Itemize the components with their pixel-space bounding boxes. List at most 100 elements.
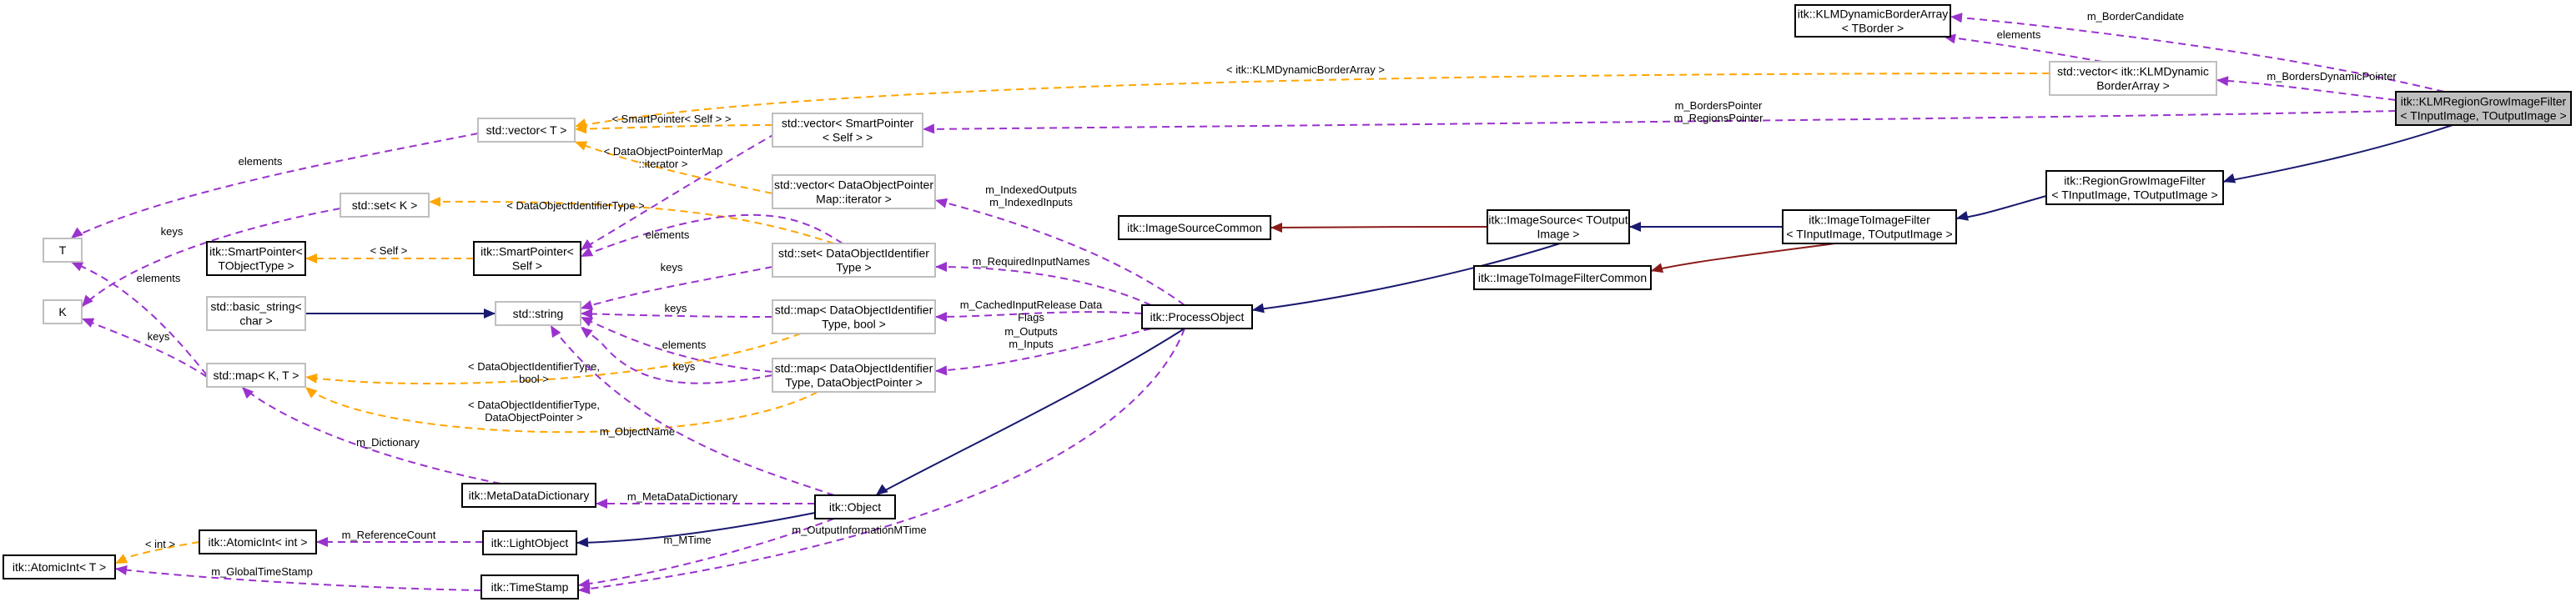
edge-label: < int > xyxy=(145,538,175,550)
node-map-dataobjectpointer[interactable]: std::map< DataObjectIdentifierType, Data… xyxy=(772,358,936,393)
edge-line xyxy=(580,316,773,373)
node-map-k-t[interactable]: std::map< K, T > xyxy=(206,363,306,388)
edge-line xyxy=(580,326,773,384)
node-image-source-common[interactable]: itk::ImageSourceCommon xyxy=(1118,215,1271,240)
node-smartpointer-tobjecttype[interactable]: itk::SmartPointer<TObjectType > xyxy=(206,241,306,276)
node-box xyxy=(206,296,306,331)
node-box xyxy=(2049,61,2217,96)
edge-label: keys xyxy=(665,302,687,314)
node-label: std::basic_string< xyxy=(210,300,301,314)
arrowhead xyxy=(581,238,593,250)
node-klm-border-array[interactable]: itk::KLMDynamicBorderArray< TBorder > xyxy=(1794,4,1951,38)
node-region-grow-filter[interactable]: itk::RegionGrowImageFilter< TInputImage,… xyxy=(2045,170,2224,205)
node-box xyxy=(772,358,936,393)
edge-dictionary: m_Dictionary xyxy=(241,386,501,484)
edge-line xyxy=(304,333,802,385)
edge-relation-34 xyxy=(1270,223,1488,233)
edge-elements-map-dop: elements xyxy=(580,316,773,373)
arrowhead xyxy=(935,262,947,272)
node-klm-region-filter[interactable]: itk::KLMRegionGrowImageFilter< TInputIma… xyxy=(2395,91,2572,126)
arrowhead xyxy=(551,325,561,339)
node-vector-smartpointer[interactable]: std::vector< SmartPointer< Self > > xyxy=(772,113,923,148)
node-label: itk::ImageSourceCommon xyxy=(1127,221,1262,234)
edges-layer: m_BorderCandidateelementsm_BordersDynami… xyxy=(70,10,2453,594)
edge-label: ::iterator > xyxy=(639,158,688,170)
node-label: Map::iterator > xyxy=(816,193,892,206)
edge-line xyxy=(576,512,816,544)
node-box xyxy=(772,299,936,334)
node-std-string[interactable]: std::string xyxy=(495,301,581,326)
edge-line xyxy=(934,266,1152,306)
node-label: T xyxy=(59,243,67,257)
arrowhead xyxy=(935,365,948,376)
node-itk-object[interactable]: itk::Object xyxy=(814,494,896,519)
node-label: < TInputImage, TOutputImage > xyxy=(1786,228,1952,241)
arrowhead xyxy=(1956,211,1969,221)
node-t[interactable]: T xyxy=(43,238,83,263)
node-label: < TInputImage, TOutputImage > xyxy=(2051,188,2217,202)
edge-line xyxy=(934,328,1152,372)
node-label: itk::KLMRegionGrowImageFilter xyxy=(2401,95,2567,108)
node-atomicint-t[interactable]: itk::AtomicInt< T > xyxy=(3,554,116,579)
node-label: std::set< DataObjectIdentifier xyxy=(778,247,929,260)
node-vector-klm[interactable]: std::vector< itk::KLMDynamicBorderArray … xyxy=(2049,61,2217,96)
node-box xyxy=(814,494,896,519)
node-timestamp[interactable]: itk::TimeStamp xyxy=(480,574,579,599)
arrowhead xyxy=(935,198,948,208)
edge-label: elements xyxy=(137,272,181,284)
node-box xyxy=(1782,209,1957,244)
edge-relation-38 xyxy=(576,512,816,548)
node-image-to-image-filter-common[interactable]: itk::ImageToImageFilterCommon xyxy=(1473,265,1652,290)
edge-klm-template: < itk::KLMDynamicBorderArray > xyxy=(575,63,2050,128)
node-k[interactable]: K xyxy=(43,299,83,324)
node-basic-string[interactable]: std::basic_string<char > xyxy=(206,296,306,331)
edge-relation-5 xyxy=(2222,124,2453,183)
arrowhead xyxy=(71,262,84,272)
arrowhead xyxy=(305,373,318,384)
node-box xyxy=(1473,265,1652,290)
edge-line xyxy=(1955,195,2047,219)
node-image-source[interactable]: itk::ImageSource< TOutputImage > xyxy=(1487,209,1630,244)
edge-elements-set-k: elements xyxy=(580,213,843,258)
arrowhead xyxy=(316,537,328,547)
arrowhead xyxy=(876,484,888,495)
edge-label: elements xyxy=(1997,28,2041,41)
edge-label: m_Outputs xyxy=(1004,325,1058,338)
arrowhead xyxy=(578,584,591,594)
node-label: itk::KLMDynamicBorderArray xyxy=(1798,8,1949,21)
arrowhead xyxy=(596,499,607,509)
node-vector-dataobjectpointermap[interactable]: std::vector< DataObjectPointerMap::itera… xyxy=(772,174,936,209)
arrowhead xyxy=(575,123,587,134)
edge-label: < DataObjectIdentifierType > xyxy=(506,199,644,212)
node-label: std::vector< SmartPointer xyxy=(782,117,914,130)
arrowhead xyxy=(242,387,254,399)
node-set-dataobjectidentifier[interactable]: std::set< DataObjectIdentifierType > xyxy=(772,243,936,278)
node-process-object[interactable]: itk::ProcessObject xyxy=(1141,304,1253,329)
edge-map-doit-dop-tmpl: < DataObjectIdentifierType,DataObjectPoi… xyxy=(304,386,818,434)
node-label: itk::ImageSource< TOutput xyxy=(1488,213,1628,227)
node-atomicint-int[interactable]: itk::AtomicInt< int > xyxy=(199,529,317,554)
edge-label: keys xyxy=(148,330,170,343)
edge-label: m_MetaDataDictionary xyxy=(627,490,738,503)
node-label: itk::Object xyxy=(829,500,881,514)
edge-label: m_RequiredInputNames xyxy=(973,255,1090,268)
node-set-k[interactable]: std::set< K > xyxy=(340,193,430,218)
edge-label: Flags xyxy=(1018,311,1044,324)
node-box xyxy=(3,554,116,579)
edge-label: m_IndexedOutputs xyxy=(985,183,1077,196)
node-image-to-image-filter[interactable]: itk::ImageToImageFilter< TInputImage, TO… xyxy=(1782,209,1957,244)
edge-line xyxy=(577,328,1185,591)
node-metadata-dictionary[interactable]: itk::MetaDataDictionary xyxy=(461,483,596,508)
edge-line xyxy=(875,328,1185,496)
edge-label: m_Dictionary xyxy=(356,436,420,449)
node-label: itk::ImageToImageFilterCommon xyxy=(1478,271,1647,284)
edge-dataobjectidentifiertype-tmpl: < DataObjectIdentifierType > xyxy=(428,197,835,244)
node-light-object[interactable]: itk::LightObject xyxy=(482,530,577,555)
arrowhead xyxy=(581,247,594,257)
node-map-bool[interactable]: std::map< DataObjectIdentifierType, bool… xyxy=(772,299,936,334)
edge-label: m_BordersPointer xyxy=(1675,99,1763,112)
node-smartpointer-self[interactable]: itk::SmartPointer<Self > xyxy=(473,241,581,276)
node-vector-t[interactable]: std::vector< T > xyxy=(477,118,576,143)
